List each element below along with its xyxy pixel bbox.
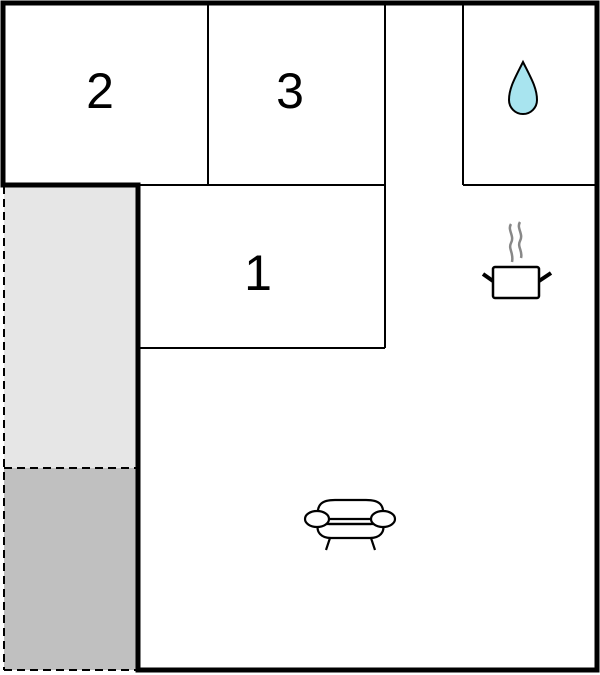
room-label-3: 3: [276, 63, 304, 119]
water-drop-icon: [507, 59, 539, 115]
interior-walls: [138, 3, 597, 349]
cooking-pot-icon: [481, 221, 553, 300]
terrace-dark-area: [4, 468, 137, 670]
sofa-icon: [303, 498, 397, 551]
room-label-1: 1: [244, 245, 272, 301]
terrace-dashed-border: [3, 186, 138, 671]
room-label-2: 2: [86, 63, 114, 119]
terrace-light-area: [4, 186, 137, 468]
